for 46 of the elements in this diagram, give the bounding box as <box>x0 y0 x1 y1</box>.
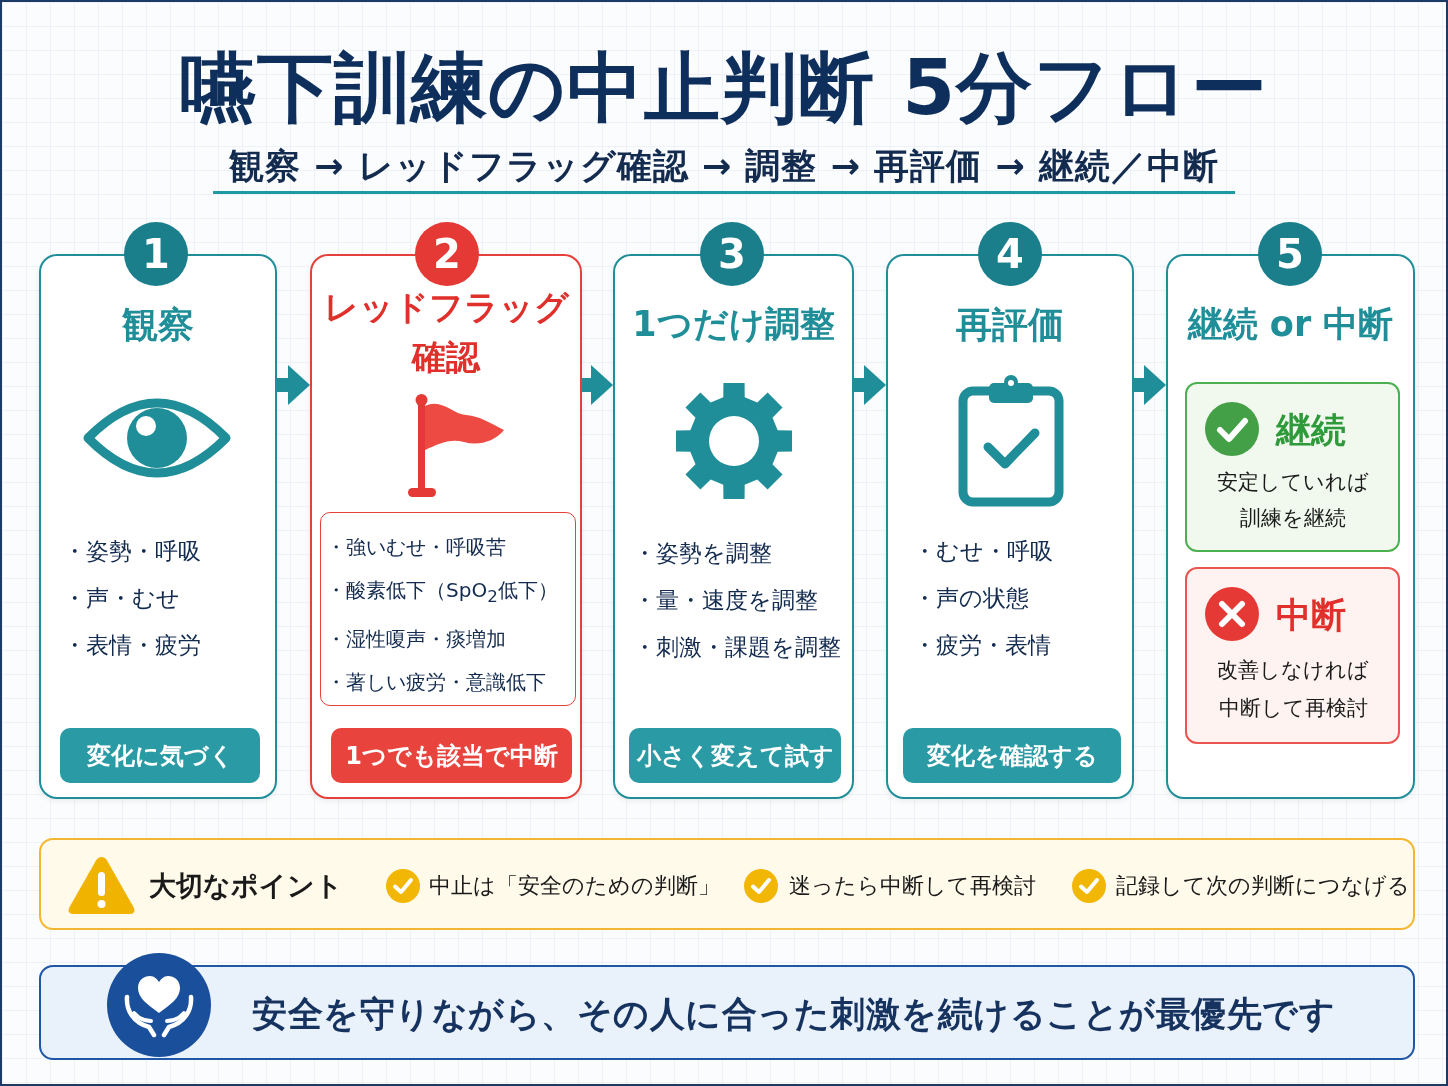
bullet-item: ・著しい疲労・意識低下 <box>326 668 546 695</box>
step-heading: レッドフラッグ確認 <box>322 286 571 379</box>
bullet-item: ・量・速度を調整 <box>633 586 818 615</box>
key-points-heading: 大切なポイント <box>149 869 343 903</box>
summary-tag: 小さく変えて試す <box>629 728 841 783</box>
step-heading: 再評価 <box>956 303 1064 347</box>
bullet-item: ・刺激・課題を調整 <box>633 633 841 662</box>
arrow <box>277 365 310 405</box>
outcome-heading: 継続 <box>1276 409 1346 452</box>
key-points-panel <box>39 838 1415 930</box>
step-number: 2 <box>415 222 479 286</box>
summary-tag: 1つでも該当で中断 <box>331 728 572 783</box>
outcome-text: 改善しなければ中断して再検討 <box>1216 657 1370 722</box>
bullet-item: ・声の状態 <box>913 584 1029 613</box>
step-heading: 1つだけ調整 <box>632 303 835 346</box>
warning-signs-list <box>320 512 576 706</box>
bullet-item: ・声・むせ <box>63 584 180 613</box>
step-number: 5 <box>1258 222 1322 286</box>
step-heading: 継続 or 中断 <box>1187 303 1394 346</box>
bullet-item: ・表情・疲労 <box>63 631 201 660</box>
arrow <box>1134 365 1166 405</box>
outcome-panel <box>1185 567 1400 744</box>
outcome-text: 安定していれば訓練を継続 <box>1216 469 1370 532</box>
step-number: 3 <box>700 222 764 286</box>
arrow <box>854 365 886 405</box>
outcome-heading: 中断 <box>1276 594 1346 637</box>
message-text: 安全を守りながら、その人に合った刺激を続けることが最優先です <box>252 993 1335 1036</box>
bullet-item: ・むせ・呼吸 <box>913 537 1053 566</box>
step-number: 4 <box>978 222 1042 286</box>
bullet-item: ・姿勢・呼吸 <box>63 537 201 566</box>
key-point-text: 中止は「安全のための判断」 <box>429 872 720 900</box>
arrow <box>582 365 613 405</box>
step-number: 1 <box>124 222 188 286</box>
key-point-text: 迷ったら中断して再検討 <box>789 872 1036 900</box>
step-heading: 観察 <box>122 303 194 347</box>
summary-tag: 変化に気づく <box>60 728 260 783</box>
subtitle: 観察 → レッドフラッグ確認 → 調整 → 再評価 → 継続／中断 <box>213 144 1235 194</box>
key-point-text: 記録して次の判断につなげる <box>1116 872 1410 900</box>
summary-tag: 変化を確認する <box>903 728 1121 783</box>
bullet-item: ・湿性嗄声・痰増加 <box>326 626 506 652</box>
bullet-item: ・強いむせ・呼吸苦 <box>326 534 506 560</box>
bullet-item: ・姿勢を調整 <box>633 539 772 568</box>
bullet-item: ・酸素低下（SpO$_{2}$低下） <box>326 576 558 608</box>
title: 嚥下訓練の中止判断 5分フロー <box>179 42 1269 134</box>
bullet-item: ・疲労・表情 <box>913 631 1051 660</box>
outcome-panel <box>1185 382 1400 552</box>
